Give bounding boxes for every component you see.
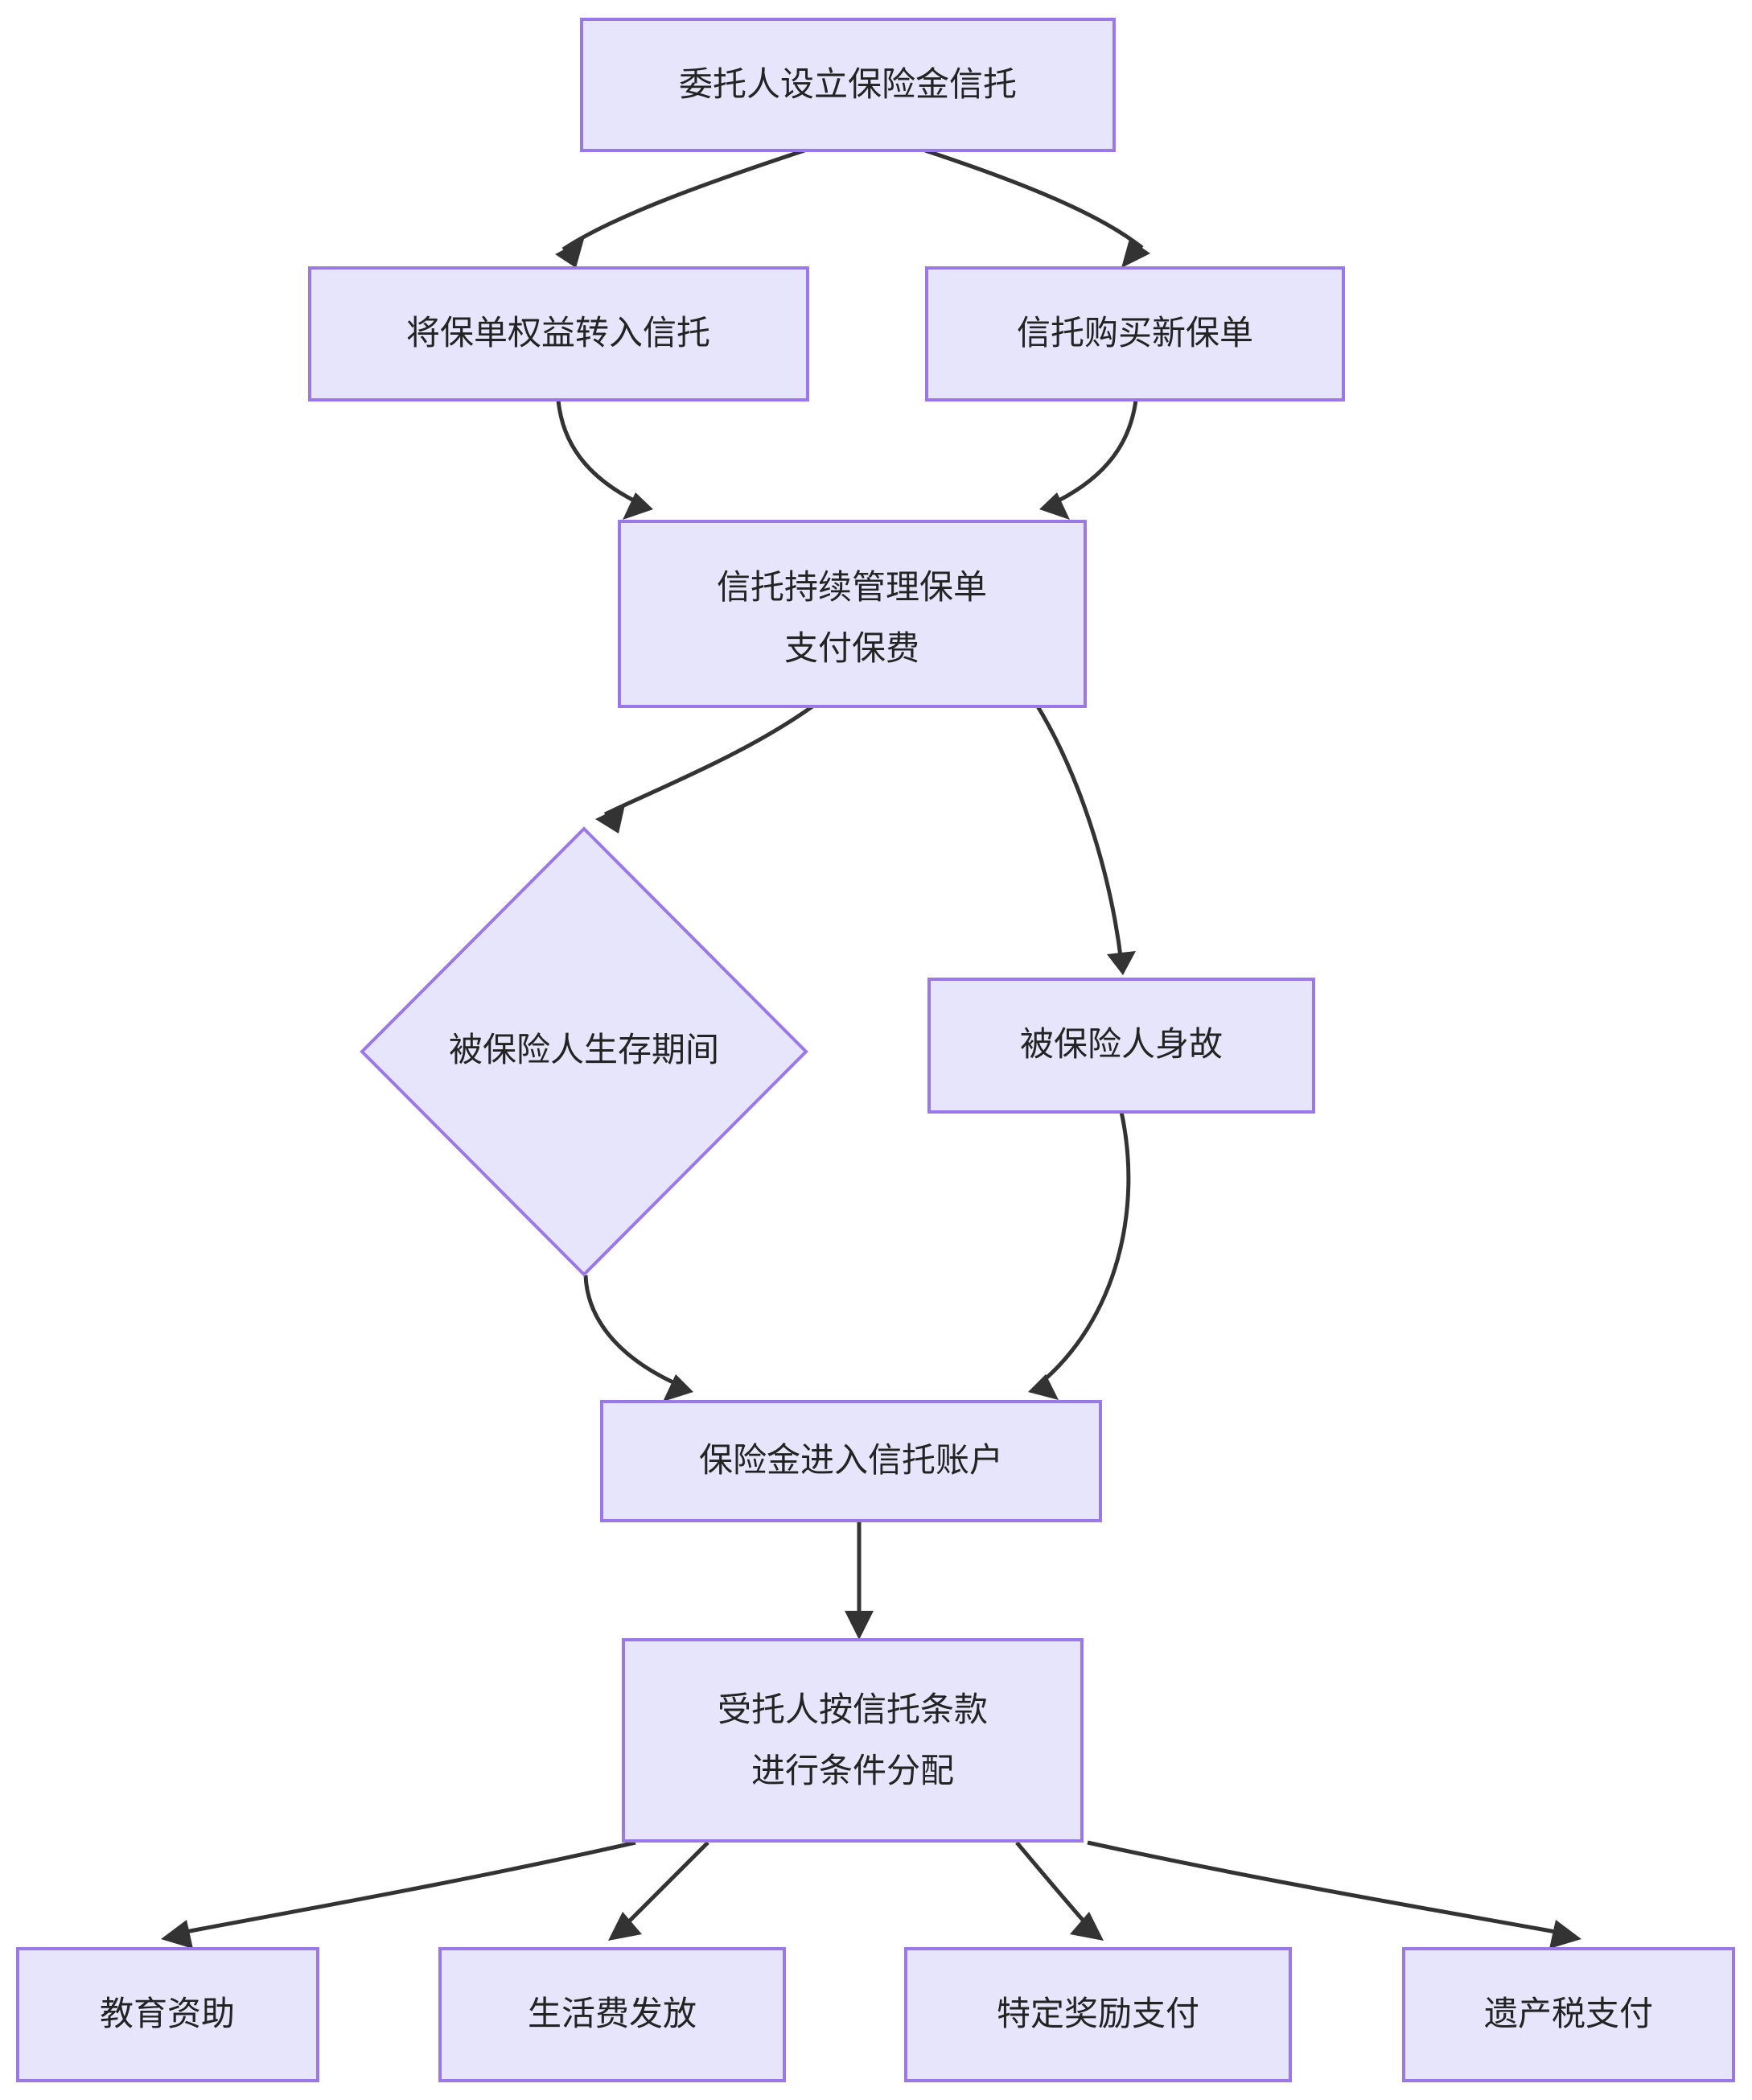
node-n12[interactable]: 遗产税支付 bbox=[1402, 1947, 1735, 2082]
edge-line bbox=[1087, 1840, 1569, 1937]
edge-n8-n9 bbox=[161, 1840, 636, 1949]
node-label-line1: 受托人按信托条款 bbox=[718, 1690, 988, 1728]
arrow-head bbox=[595, 805, 625, 834]
edge-line bbox=[1047, 399, 1138, 508]
node-n1[interactable]: 委托人设立保险金信托 bbox=[580, 18, 1116, 152]
node-label: 遗产税支付 bbox=[1484, 1995, 1653, 2032]
node-n8[interactable]: 受托人按信托条款 进行条件分配 bbox=[622, 1638, 1084, 1843]
arrow-head bbox=[1039, 492, 1070, 520]
arrow-head bbox=[1070, 1912, 1104, 1941]
node-shape-rect[interactable] bbox=[600, 1400, 1102, 1522]
arrow-head bbox=[1549, 1920, 1581, 1949]
arrow-head bbox=[845, 1611, 874, 1640]
edge-n5-n7 bbox=[583, 1274, 693, 1402]
edge-line bbox=[616, 1841, 709, 1934]
arrow-head bbox=[1028, 1374, 1059, 1400]
node-n7[interactable]: 保险金进入信托账户 bbox=[600, 1400, 1102, 1522]
node-shape-rect[interactable] bbox=[904, 1947, 1292, 2082]
edge-line bbox=[172, 1840, 636, 1937]
edge-n4-n5 bbox=[595, 704, 814, 834]
node-n4[interactable]: 信托持续管理保单 支付保费 bbox=[618, 520, 1087, 708]
node-shape-rect[interactable] bbox=[438, 1947, 786, 2082]
node-label: 委托人设立保险金信托 bbox=[679, 65, 1017, 103]
edge-n8-n11 bbox=[1015, 1841, 1104, 1941]
arrow-head bbox=[1107, 951, 1136, 975]
node-label-line2: 进行条件分配 bbox=[751, 1752, 954, 1789]
node-shape-rect[interactable] bbox=[1402, 1947, 1735, 2082]
node-label-line1: 信托持续管理保单 bbox=[717, 568, 987, 606]
node-shape-diamond[interactable] bbox=[360, 826, 808, 1277]
node-label-line2: 支付保费 bbox=[784, 629, 919, 667]
arrow-head bbox=[555, 239, 584, 268]
edge-line bbox=[556, 399, 645, 508]
edge-n1-n3 bbox=[924, 148, 1150, 268]
arrow-head bbox=[608, 1912, 642, 1941]
node-label: 信托购买新保单 bbox=[1017, 314, 1253, 352]
node-label: 被保险人身故 bbox=[1020, 1025, 1223, 1063]
edge-n3-n4 bbox=[1039, 399, 1138, 520]
arrow-head bbox=[623, 492, 653, 520]
edge-n2-n4 bbox=[556, 399, 653, 520]
edge-line bbox=[583, 1274, 685, 1390]
edge-n4-n6 bbox=[1035, 705, 1136, 975]
edge-n8-n12 bbox=[1087, 1840, 1581, 1949]
edge-line bbox=[561, 148, 805, 252]
edge-line bbox=[1036, 1111, 1131, 1387]
edge-n7-n8 bbox=[845, 1521, 874, 1640]
node-label: 被保险人生存期间 bbox=[449, 1031, 719, 1069]
edge-n1-n2 bbox=[555, 148, 805, 268]
node-shape-rect[interactable] bbox=[16, 1947, 319, 2082]
edge-n8-n10 bbox=[608, 1841, 709, 1941]
node-shape-rect[interactable] bbox=[618, 520, 1087, 708]
node-label: 生活费发放 bbox=[528, 1995, 697, 2032]
node-n6[interactable]: 被保险人身故 bbox=[927, 978, 1315, 1114]
arrow-head bbox=[663, 1374, 693, 1402]
node-n5[interactable]: 被保险人生存期间 bbox=[360, 826, 808, 1277]
node-label: 将保单权益转入信托 bbox=[406, 314, 710, 352]
edge-line bbox=[1035, 705, 1124, 963]
edge-line bbox=[1015, 1841, 1096, 1934]
node-shape-rect[interactable] bbox=[580, 18, 1116, 152]
node-shape-rect[interactable] bbox=[925, 266, 1345, 401]
arrow-head bbox=[1121, 239, 1150, 268]
node-n11[interactable]: 特定奖励支付 bbox=[904, 1947, 1292, 2082]
node-label: 保险金进入信托账户 bbox=[699, 1441, 1003, 1479]
edge-layer bbox=[161, 148, 1581, 1949]
edge-line bbox=[924, 148, 1144, 249]
edge-line bbox=[603, 704, 814, 817]
node-n2[interactable]: 将保单权益转入信托 bbox=[308, 266, 809, 401]
node-shape-rect[interactable] bbox=[622, 1638, 1084, 1843]
node-layer: 委托人设立保险金信托 将保单权益转入信托 信托购买新保单 信托持续管理保单 支付… bbox=[16, 18, 1735, 2082]
arrow-head bbox=[161, 1920, 193, 1949]
node-n10[interactable]: 生活费发放 bbox=[438, 1947, 786, 2082]
node-n9[interactable]: 教育资助 bbox=[16, 1947, 319, 2082]
edge-n6-n7 bbox=[1028, 1111, 1131, 1400]
node-n3[interactable]: 信托购买新保单 bbox=[925, 266, 1345, 401]
node-label: 特定奖励支付 bbox=[997, 1995, 1199, 2032]
node-shape-rect[interactable] bbox=[927, 978, 1315, 1114]
node-label: 教育资助 bbox=[100, 1995, 235, 2032]
node-shape-rect[interactable] bbox=[308, 266, 809, 401]
